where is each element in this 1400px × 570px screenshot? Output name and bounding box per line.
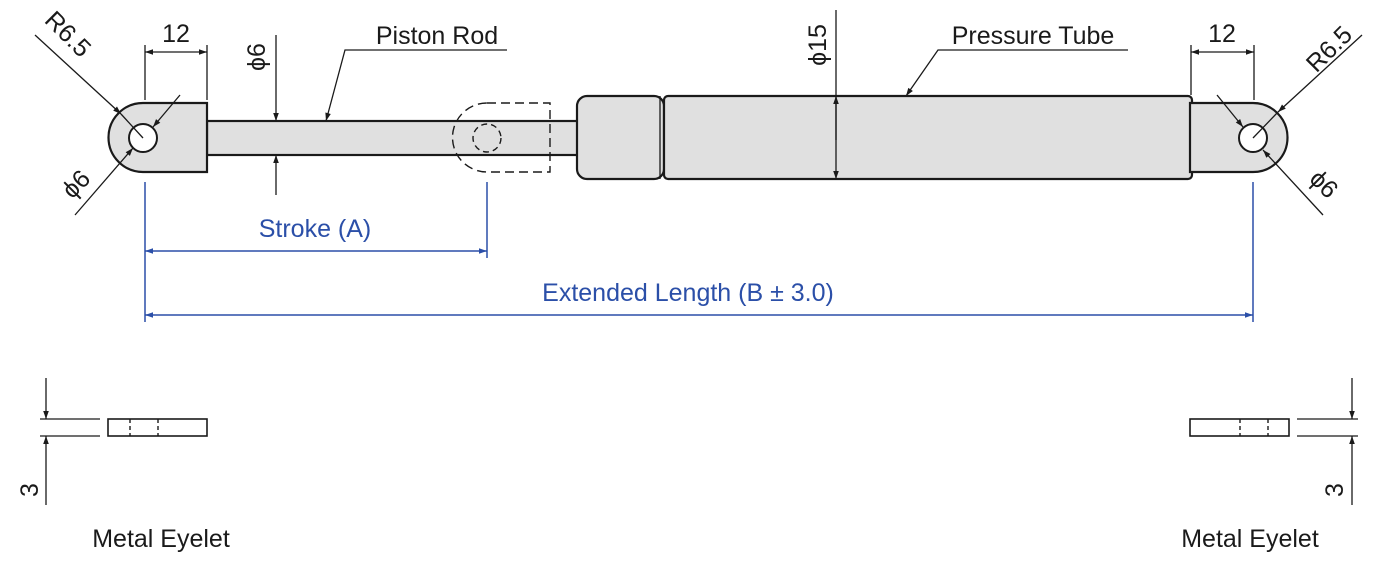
left-thickness-dim: 3: [16, 483, 44, 497]
right-width-dim: 12: [1208, 20, 1236, 48]
pressure-tube: [662, 94, 1194, 181]
tube-cap: [575, 94, 666, 181]
stroke-label: Stroke (A): [259, 215, 372, 243]
right-hole-dim: ϕ6: [1304, 165, 1344, 205]
piston-rod-label: Piston Rod: [376, 22, 498, 50]
left-width-dim: 12: [162, 20, 190, 48]
rod-dia-dim: ϕ6: [243, 43, 271, 71]
right-thickness-dim: 3: [1321, 483, 1349, 497]
retracted-eyelet-outline: [451, 102, 551, 173]
metal-eyelet-left-label: Metal Eyelet: [92, 525, 230, 553]
retracted-eyelet-hole: [472, 123, 502, 153]
metal-eyelet-right-label: Metal Eyelet: [1181, 525, 1319, 553]
piston-rod: [205, 119, 581, 157]
tube-dia-dim: ϕ15: [804, 24, 832, 66]
right-radius-dim: R6.5: [1301, 21, 1358, 78]
left-radius-dim: R6.5: [39, 6, 96, 63]
pressure-tube-label: Pressure Tube: [952, 22, 1115, 50]
extended-length-label: Extended Length (B ± 3.0): [542, 279, 834, 307]
